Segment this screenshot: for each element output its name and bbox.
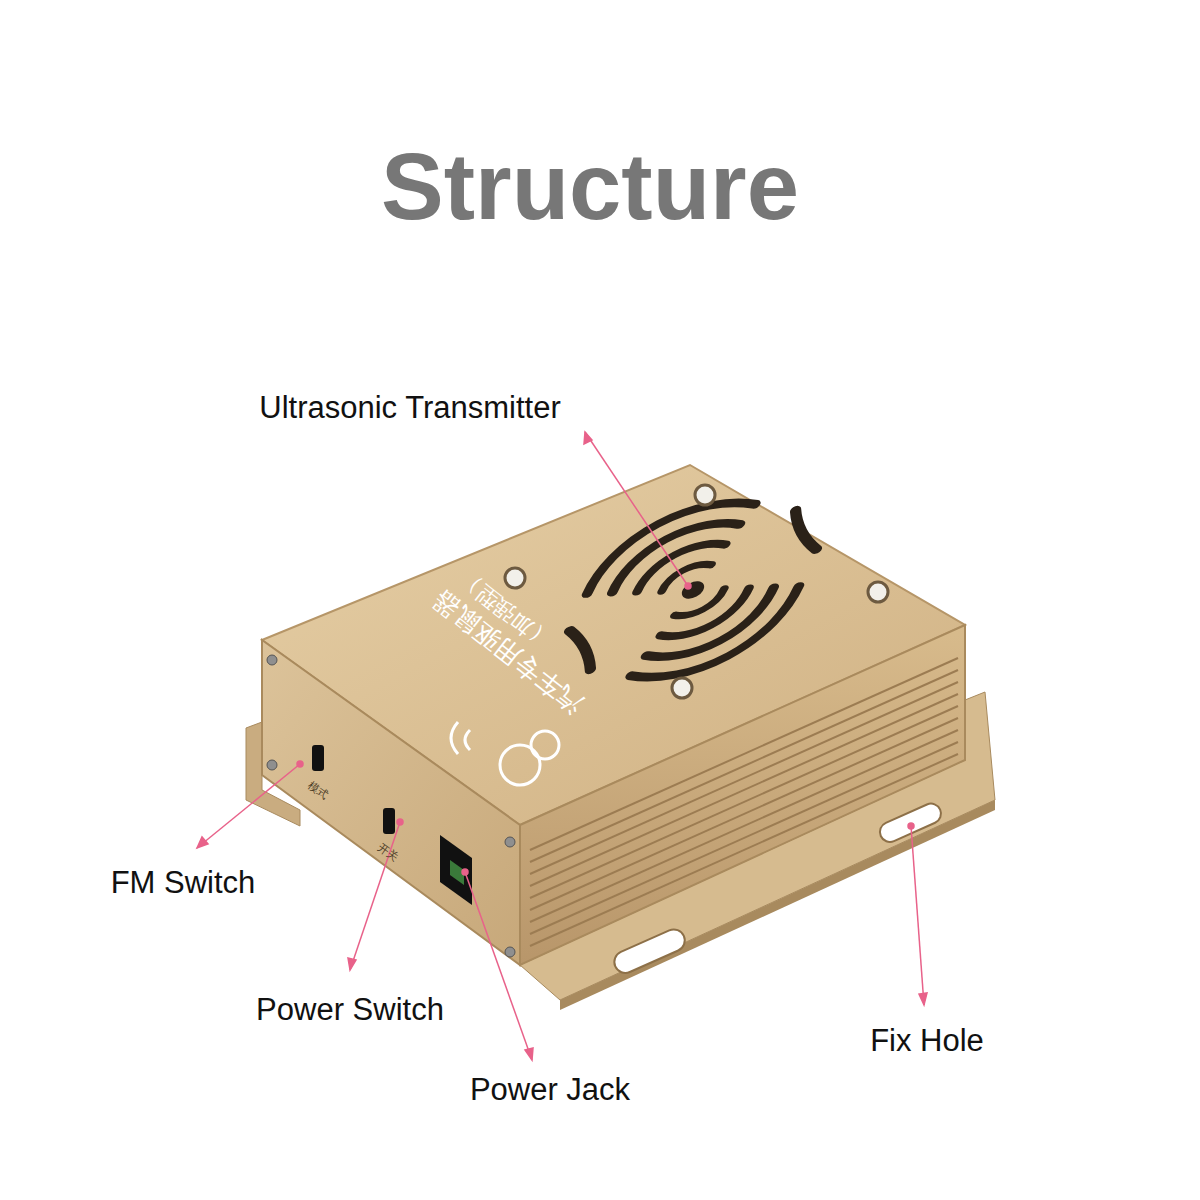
fix-hole xyxy=(877,800,945,845)
cooling-ribs xyxy=(530,658,958,946)
callout-label: Ultrasonic Transmitter xyxy=(259,391,560,425)
speaker-grille xyxy=(545,464,841,716)
callout-label: Fix Hole xyxy=(870,1024,984,1058)
callout-label: Power Switch xyxy=(256,993,444,1027)
housing-side xyxy=(520,625,965,965)
led-lamp xyxy=(505,485,888,698)
mascot-logo xyxy=(451,722,559,785)
screw xyxy=(267,655,515,957)
callout-label: FM Switch xyxy=(111,866,256,900)
leader-line xyxy=(197,432,927,1060)
power-switch xyxy=(383,808,395,834)
callout-label: Power Jack xyxy=(470,1073,630,1107)
power-jack xyxy=(440,835,472,905)
fm-switch xyxy=(312,745,324,771)
title: Structure xyxy=(0,135,1180,238)
fix-hole xyxy=(611,926,688,977)
